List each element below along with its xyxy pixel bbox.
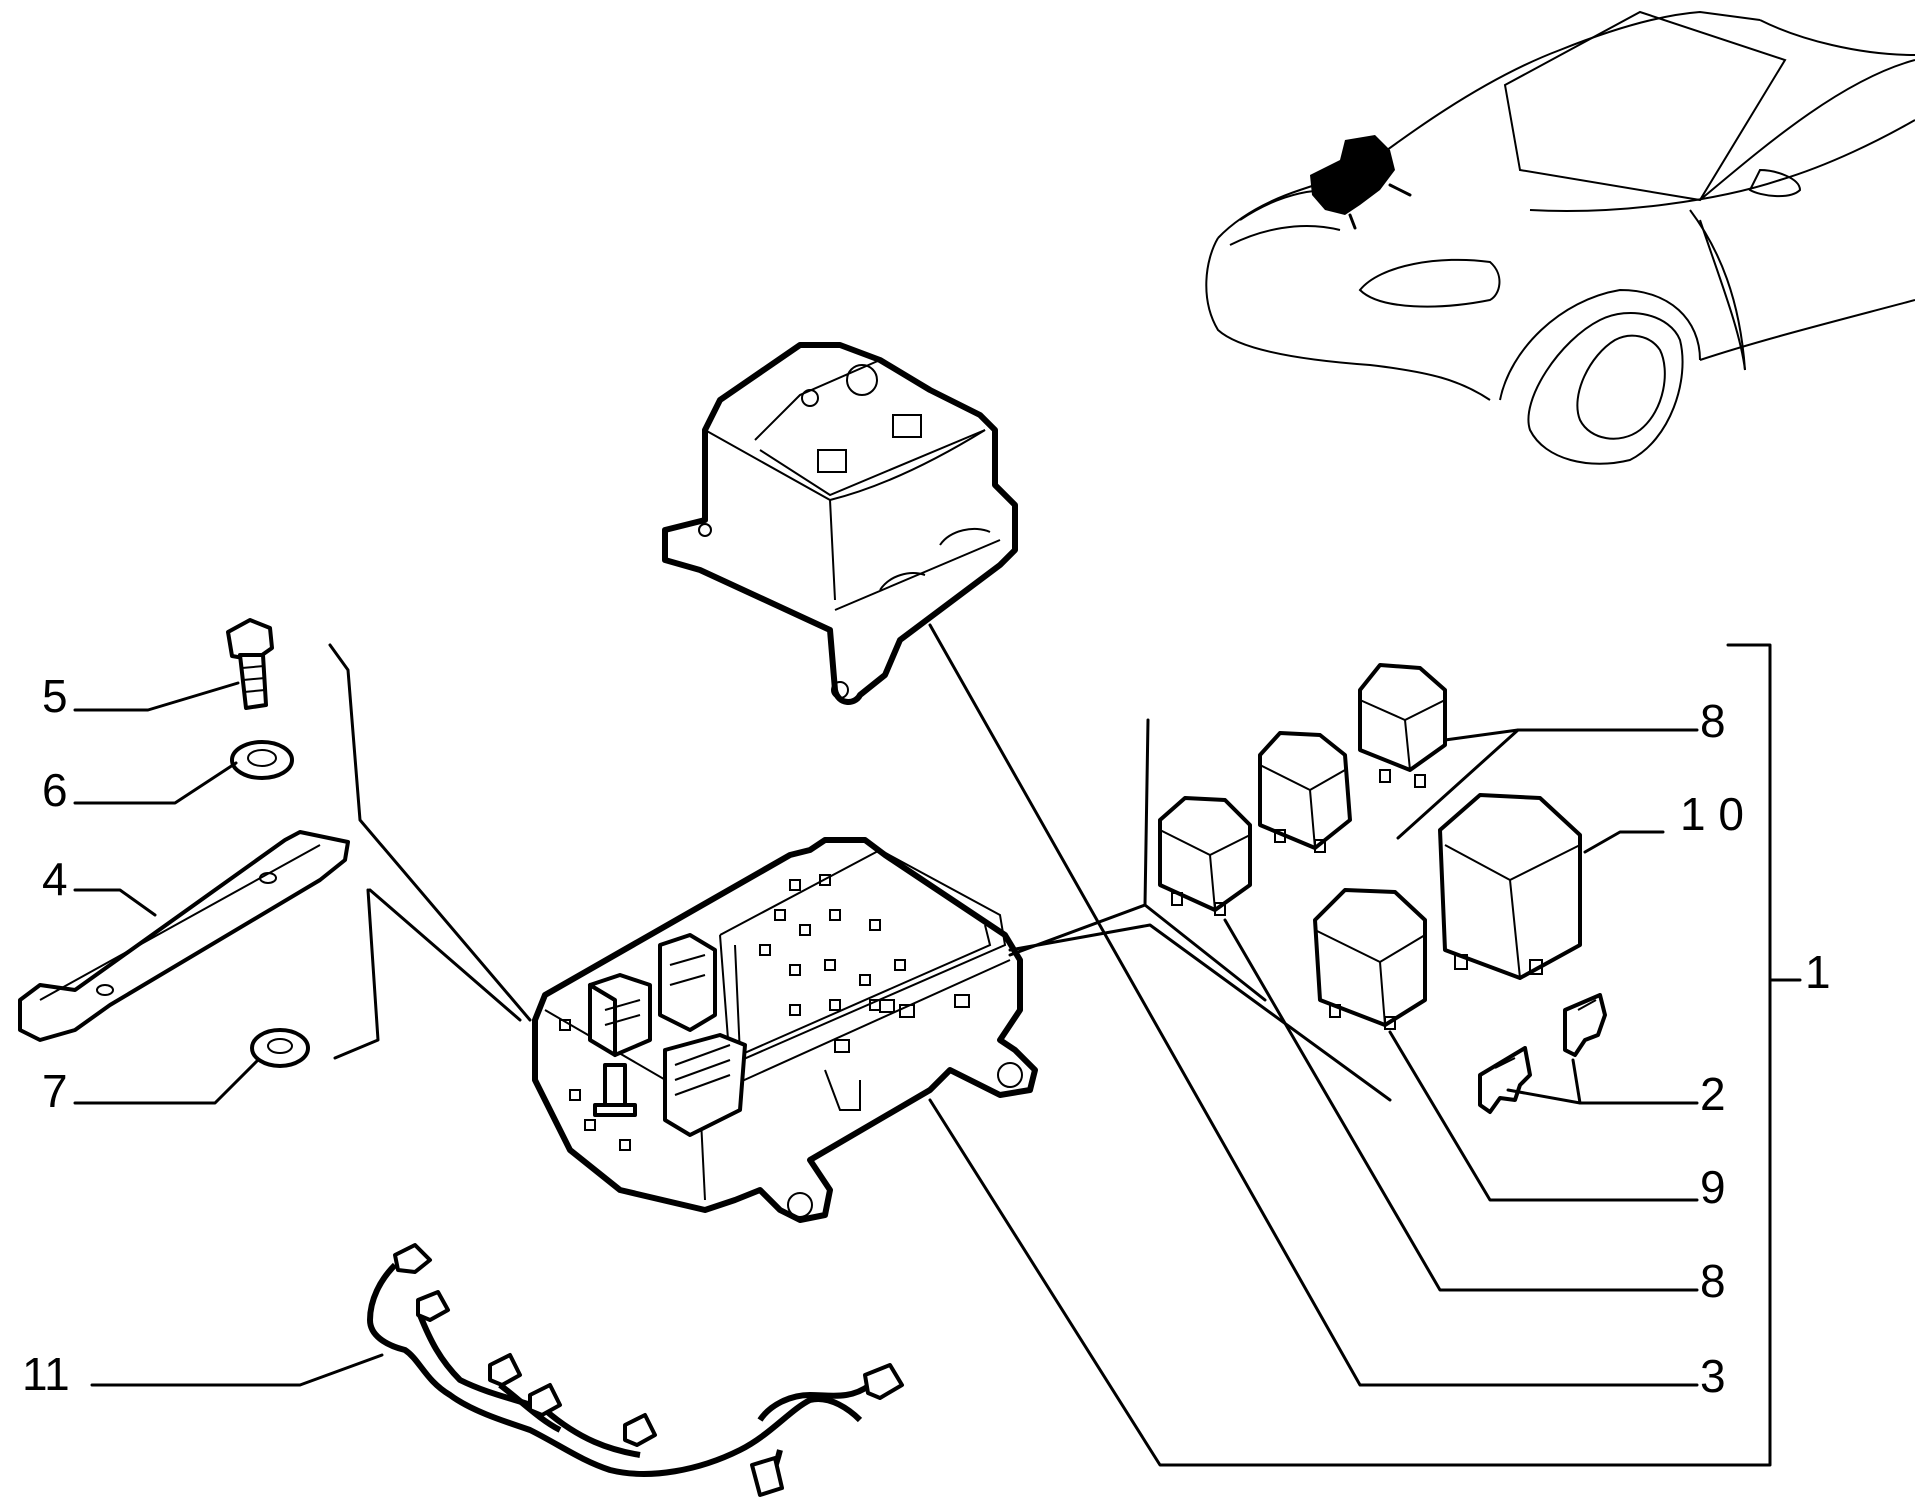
part-10-relay-large	[1438, 793, 1582, 980]
callout-8-top: 8	[1700, 695, 1726, 747]
part-11-wiring-harness	[367, 1243, 904, 1497]
part-7-washer	[250, 1028, 310, 1068]
callout-7: 7	[42, 1065, 68, 1117]
part-3-cover	[662, 342, 1018, 705]
callout-5: 5	[42, 670, 68, 722]
part-junction-box	[532, 837, 1038, 1223]
part-9-relay	[1313, 888, 1427, 1030]
part-6-washer	[230, 740, 294, 780]
part-8-relay-top-b	[1258, 731, 1352, 853]
part-8-relay-bottom	[1158, 796, 1252, 916]
callout-4: 4	[42, 853, 68, 905]
callout-numbers: 5 6 4 7 11 8 1 0 1 2 9 8 3	[22, 670, 1831, 1402]
junction-box-location-marker	[1310, 135, 1412, 230]
callout-10: 1 0	[1680, 788, 1744, 840]
leader-lines	[73, 623, 1802, 1467]
callout-6: 6	[42, 764, 68, 816]
part-8-relay-top-a	[1358, 663, 1447, 788]
callout-3: 3	[1700, 1350, 1726, 1402]
callout-1: 1	[1805, 946, 1831, 998]
callout-2: 2	[1700, 1068, 1726, 1120]
callout-11: 11	[22, 1348, 70, 1400]
part-2-fuses	[1478, 993, 1607, 1114]
part-5-bolt	[226, 618, 274, 710]
callout-8-bottom: 8	[1700, 1255, 1726, 1307]
car-location-illustration	[1205, 10, 1915, 465]
part-4-bracket	[18, 830, 350, 1042]
callout-9: 9	[1700, 1161, 1726, 1213]
